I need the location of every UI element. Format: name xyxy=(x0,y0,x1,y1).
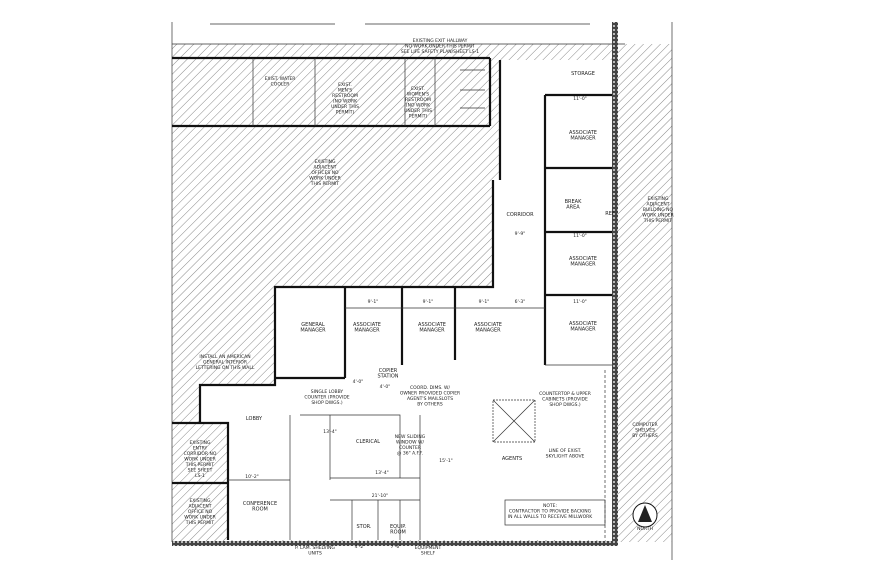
dimension-d13: 10'-2" xyxy=(245,474,259,480)
room-label-stor: STOR. xyxy=(356,524,371,530)
dimension-d7: 9'-9" xyxy=(515,231,526,237)
dimension-d3: 9'-1" xyxy=(479,299,490,305)
dimension-d10: 4'-0" xyxy=(380,384,391,390)
dimension-d11: 13'-4" xyxy=(375,470,389,476)
dimension-d1: 9'-1" xyxy=(368,299,379,305)
room-label-ref: REF xyxy=(605,211,615,217)
north-arrow-icon: NORTH xyxy=(632,502,658,532)
dimension-d2: 9'-1" xyxy=(423,299,434,305)
north-label: NORTH xyxy=(637,526,653,532)
note-skylight: LINE OF EXIST.SKYLIGHT ABOVE xyxy=(546,448,585,460)
room-label-equip: EQUIP.ROOM xyxy=(390,524,406,536)
new-work-area xyxy=(200,60,612,540)
dimension-d17: 15'-1" xyxy=(439,458,453,464)
dimension-d14: 4'-2" xyxy=(355,544,366,550)
dimension-d4: 6'-3" xyxy=(515,299,526,305)
dimension-d9: 4'-0" xyxy=(353,379,364,385)
dimension-d8: 11'-0" xyxy=(573,233,587,239)
dimension-d16: 13'-4" xyxy=(323,429,337,435)
dimension-d15: 7'-6" xyxy=(391,544,402,550)
dimension-d6: 11'-0" xyxy=(573,96,587,102)
room-label-storage: STORAGE xyxy=(571,71,595,77)
room-label-clerical: CLERICAL xyxy=(356,439,380,445)
dimension-d5: 11'-0" xyxy=(573,299,587,305)
room-label-corridor: CORRIDOR xyxy=(506,212,534,218)
room-label-agents: AGENTS xyxy=(502,456,522,462)
room-label-lobby: LOBBY xyxy=(246,416,263,422)
dimension-d12: 21'-10" xyxy=(372,493,388,499)
exterior-wall-east xyxy=(612,22,618,542)
exterior-wall-south xyxy=(172,541,618,546)
